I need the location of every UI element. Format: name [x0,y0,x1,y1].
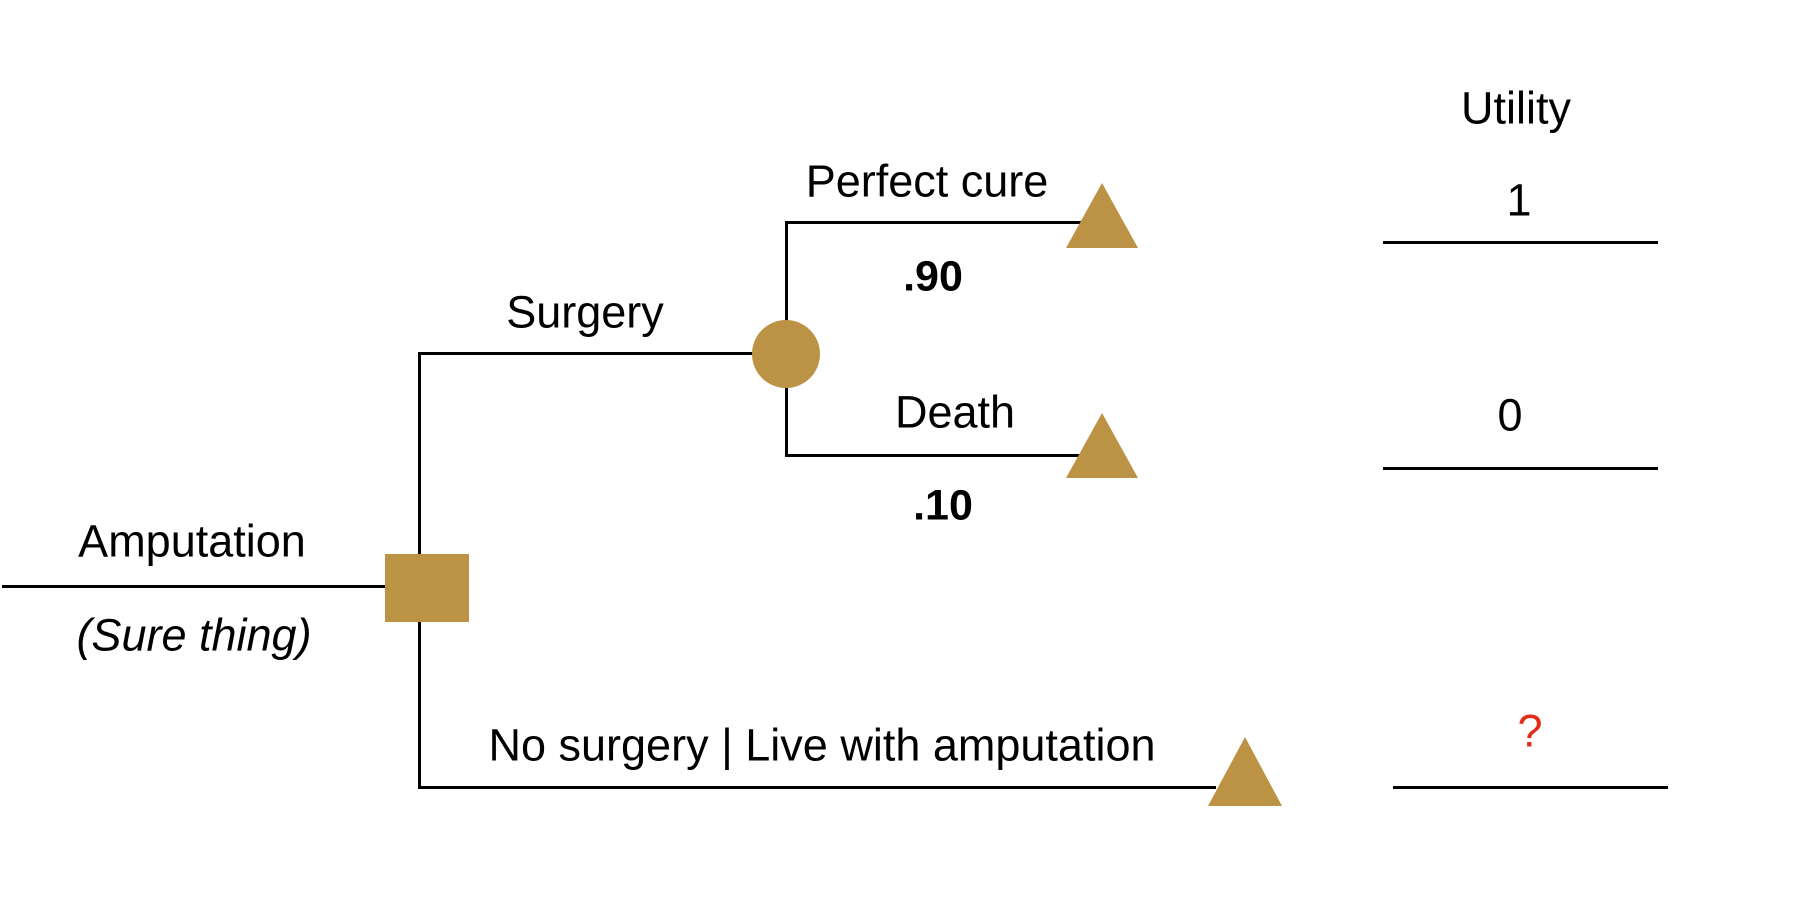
root-stem-line [2,585,385,588]
surgery-branch-label: Surgery [506,286,664,338]
no-surgery-branch-label: No surgery | Live with amputation [488,719,1156,771]
terminal-node-triangle-icon-death [1066,413,1138,478]
utility-value-death: 0 [1497,389,1523,441]
utility-0-underline [1383,467,1658,470]
death-probability: .10 [913,481,973,530]
utility-1-underline [1383,241,1658,244]
perfect-cure-label: Perfect cure [805,155,1049,207]
root-label: Amputation [78,515,306,567]
death-branch-line [785,454,1081,457]
utility-unknown-underline [1393,786,1668,789]
perfect-cure-probability: .90 [903,252,963,301]
chance-node-circle-icon [752,320,820,388]
death-label: Death [894,386,1016,438]
terminal-node-triangle-icon-perfect-cure [1066,183,1138,248]
surgery-branch-line [418,352,755,355]
root-qualifier-label: (Sure thing) [76,609,312,661]
perfect-cure-branch-line [785,221,1083,224]
no-surgery-branch-line [418,786,1216,789]
utility-value-unknown: ? [1517,705,1543,757]
decision-node-square-icon [385,554,469,622]
utility-column-header: Utility [1461,82,1571,134]
utility-value-perfect-cure: 1 [1506,174,1532,226]
terminal-node-triangle-icon-no-surgery [1208,737,1282,806]
